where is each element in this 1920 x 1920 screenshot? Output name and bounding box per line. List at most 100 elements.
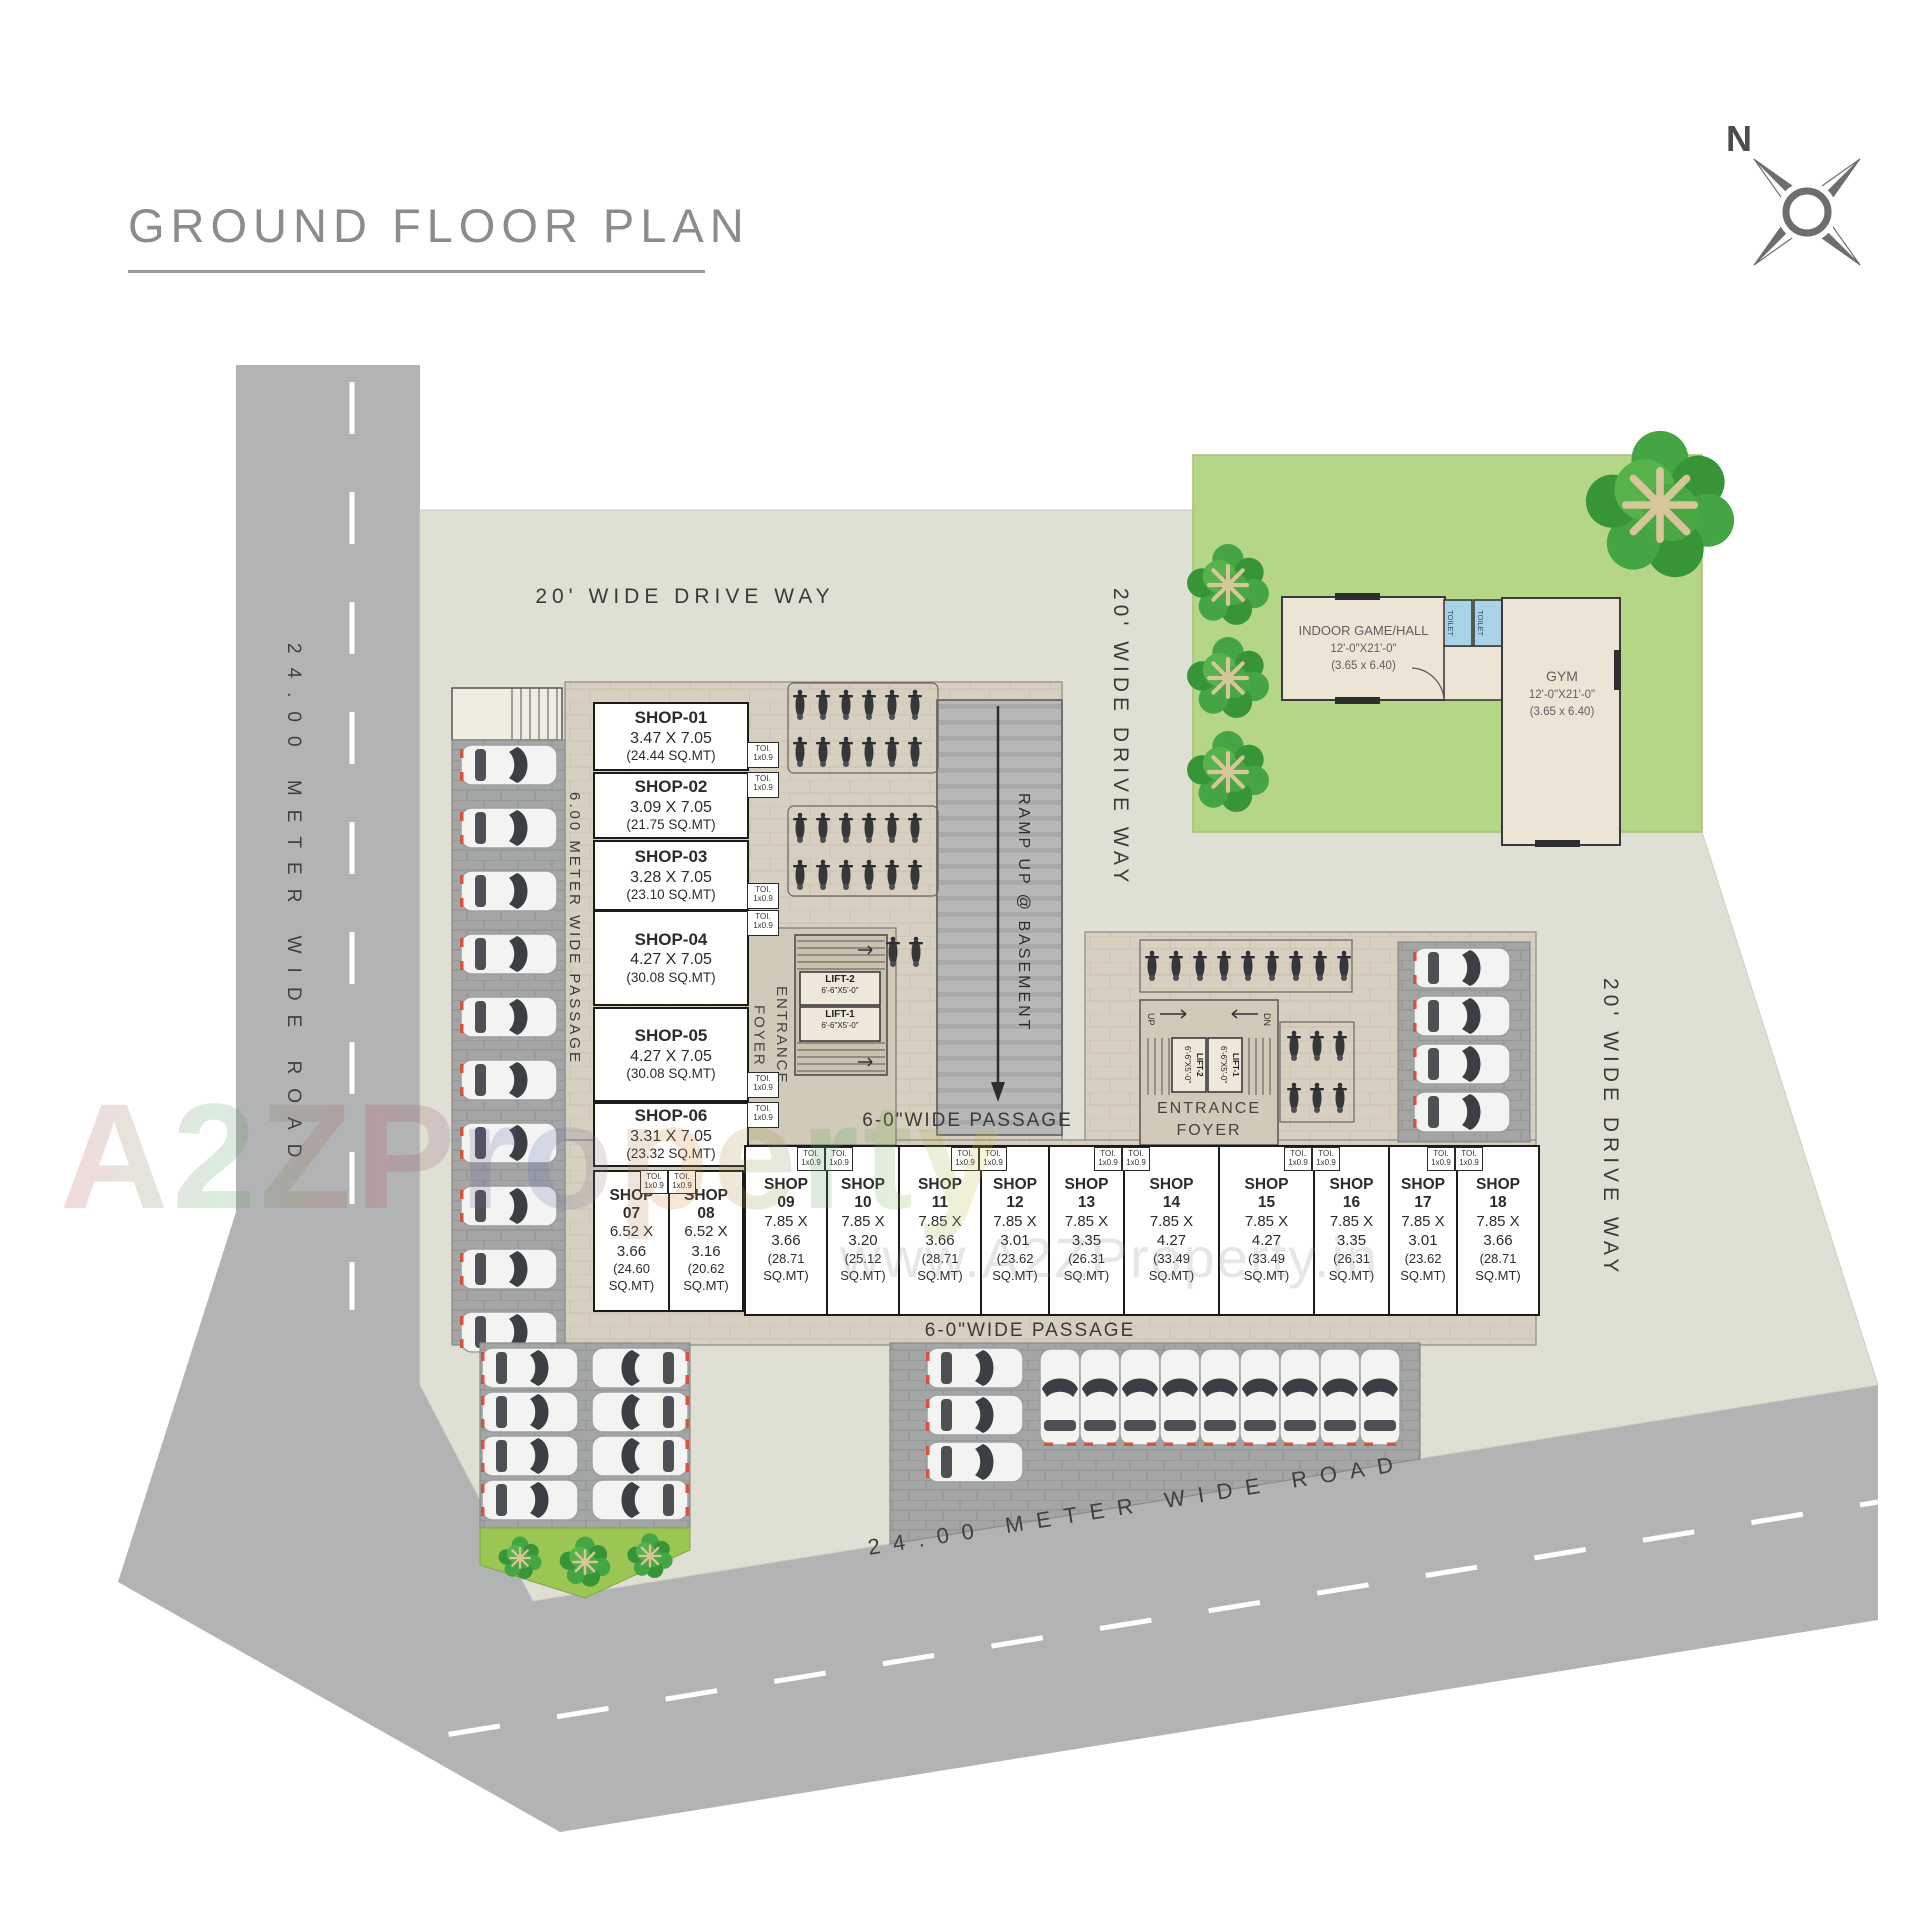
lift-2-left: LIFT-2 6'-6"X5'-0" bbox=[800, 974, 880, 1006]
toi-chip: TOI. 1x0.9 bbox=[747, 883, 779, 909]
road-center-dash-bottom bbox=[339, 1499, 1879, 1755]
toi-line1: TOI. bbox=[1128, 1149, 1144, 1158]
entrance-foyer-left-label: ENTRANCE FOYER bbox=[750, 986, 791, 1085]
amenity-structure bbox=[1281, 593, 1621, 847]
toi-line1: TOI. bbox=[803, 1149, 819, 1158]
toi-line1: TOI. bbox=[755, 912, 771, 921]
hall-dim: 12'-0"X21'-0" bbox=[1330, 642, 1397, 655]
shop-area2: SQ.MT) bbox=[1475, 1267, 1521, 1283]
toi-chip: TOI. 1x0.9 bbox=[747, 1102, 779, 1128]
passage-label-mid: 6-0"WIDE PASSAGE bbox=[862, 1110, 1073, 1131]
shop-number: 14 bbox=[1162, 1194, 1181, 1212]
shop-dim1: 7.85 X bbox=[993, 1212, 1037, 1230]
shop-number: 18 bbox=[1489, 1194, 1507, 1212]
shop-word: SHOP bbox=[1329, 1176, 1374, 1194]
shop-area: (23.10 SQ.MT) bbox=[626, 887, 716, 903]
shop-dim1: 7.85 X bbox=[1329, 1212, 1374, 1230]
shop-area1: (28.71 bbox=[1479, 1250, 1517, 1266]
toi-line1: TOI. bbox=[1290, 1149, 1306, 1158]
shop-number: 15 bbox=[1257, 1194, 1276, 1212]
passage-label-side: 6.00 METER WIDE PASSAGE bbox=[566, 791, 583, 1065]
shop-area1: (26.31 bbox=[1333, 1250, 1370, 1266]
shop-number: 13 bbox=[1077, 1194, 1096, 1212]
shop-area2: SQ.MT) bbox=[1400, 1267, 1446, 1283]
lift-name: LIFT-2 bbox=[1195, 1053, 1204, 1077]
shop-dim1: 7.85 X bbox=[841, 1212, 885, 1230]
entrance-foyer-right-label: ENTRANCE FOYER bbox=[1156, 1100, 1261, 1139]
shop-number: 16 bbox=[1342, 1194, 1361, 1212]
shop-word: SHOP bbox=[841, 1176, 885, 1194]
shop-10: SHOP 10 7.85 X 3.20 (25.12 SQ.MT) bbox=[826, 1145, 900, 1316]
toi-line1: TOI. bbox=[1461, 1149, 1477, 1158]
dn-label: DN bbox=[1262, 1012, 1272, 1026]
shop-area2: SQ.MT) bbox=[992, 1267, 1038, 1283]
lift-size: 6'-6"X5'-0" bbox=[1183, 1046, 1192, 1084]
shop-area2: SQ.MT) bbox=[1148, 1267, 1195, 1283]
shop-area1: (23.62 bbox=[1404, 1250, 1442, 1266]
lift-size: 6'-6"X5'-0" bbox=[1219, 1046, 1228, 1084]
shop-name: SHOP-06 bbox=[634, 1106, 708, 1126]
shop-number: 08 bbox=[697, 1204, 715, 1222]
watermark-site: www.A2ZProperty.in bbox=[840, 1226, 1380, 1289]
roads bbox=[118, 365, 1879, 1832]
shop-word: SHOP bbox=[1244, 1176, 1289, 1194]
shop-area: (23.32 SQ.MT) bbox=[626, 1146, 716, 1162]
passage-label-bottom: 6-0"WIDE PASSAGE bbox=[924, 1320, 1136, 1341]
toi-chip: TOI. 1x0.9 bbox=[1284, 1147, 1312, 1171]
shop-area1: (33.49 bbox=[1248, 1250, 1285, 1266]
parking-left-strip bbox=[451, 739, 566, 1353]
toi-line1: TOI. bbox=[755, 1104, 771, 1113]
title-underline bbox=[128, 270, 705, 273]
toi-line1: TOI. bbox=[957, 1149, 973, 1158]
shop-word: SHOP bbox=[764, 1176, 808, 1194]
gym-dim: 12'-0"X21'-0" bbox=[1528, 689, 1596, 701]
road-label-bottom: 24.00 METER WIDE ROAD bbox=[865, 1449, 1408, 1560]
toi-chip: TOI. 1x0.9 bbox=[747, 910, 779, 936]
shop-dim1: 6.52 X bbox=[609, 1223, 654, 1241]
shop-18: SHOP 18 7.85 X 3.66 (28.71 SQ.MT) bbox=[1456, 1145, 1540, 1316]
shop-area2: SQ.MT) bbox=[683, 1278, 729, 1294]
toi-chip: TOI. 1x0.9 bbox=[747, 772, 779, 798]
toi-chip: TOI. 1x0.9 bbox=[979, 1147, 1007, 1171]
ramp-label: RAMP UP @ BASEMENT bbox=[1015, 793, 1032, 1033]
up-label: UP bbox=[1146, 1012, 1156, 1026]
shop-area1: (24.60 bbox=[613, 1261, 650, 1277]
shop-dim2: 3.01 bbox=[1000, 1232, 1030, 1250]
toi-line2: 1x0.9 bbox=[753, 894, 773, 904]
toi-line2: 1x0.9 bbox=[1316, 1158, 1336, 1168]
shop-area: (21.75 SQ.MT) bbox=[626, 817, 716, 833]
two-wheeler-parking-right bbox=[1139, 939, 1355, 1123]
shop-dim2: 3.66 bbox=[616, 1242, 647, 1260]
shop-dim2: 4.27 bbox=[1156, 1232, 1187, 1250]
toi-line1: TOI. bbox=[755, 1074, 771, 1083]
driveway-label-top: 20' WIDE DRIVE WAY bbox=[535, 585, 835, 608]
toi-line1: TOI. bbox=[674, 1172, 690, 1181]
gym-name: GYM bbox=[1546, 668, 1578, 684]
shop-area1: (25.12 bbox=[844, 1250, 882, 1266]
shop-word: SHOP bbox=[993, 1176, 1037, 1194]
gym-label: GYM 12'-0"X21'-0" (3.65 x 6.40) bbox=[1506, 666, 1618, 722]
shop-13: SHOP 13 7.85 X 3.35 (26.31 SQ.MT) bbox=[1048, 1145, 1125, 1316]
lift-name: LIFT-1 bbox=[825, 1009, 855, 1020]
shop-dim1: 7.85 X bbox=[1401, 1212, 1445, 1230]
shop-dim1: 7.85 X bbox=[1149, 1212, 1194, 1230]
shop-dim2: 4.27 bbox=[1251, 1232, 1282, 1250]
toi-chip: TOI. 1x0.9 bbox=[668, 1170, 696, 1194]
toi-chip: TOI. 1x0.9 bbox=[825, 1147, 853, 1171]
hall-dim-m: (3.65 x 6.40) bbox=[1331, 659, 1396, 672]
shop-05: SHOP-05 4.27 X 7.05 (30.08 SQ.MT) bbox=[593, 1007, 749, 1102]
toi-chip: TOI. 1x0.9 bbox=[747, 742, 779, 768]
road-surface bbox=[118, 365, 1878, 1832]
shop-02: SHOP-02 3.09 X 7.05 (21.75 SQ.MT) bbox=[593, 772, 749, 839]
shop-area: (24.44 SQ.MT) bbox=[626, 748, 716, 764]
toi-line2: 1x0.9 bbox=[753, 753, 773, 763]
shop-number: 09 bbox=[777, 1194, 795, 1212]
shop-dim2: 3.01 bbox=[1408, 1232, 1438, 1250]
shop-area1: (20.62 bbox=[687, 1261, 725, 1277]
shop-word: SHOP bbox=[918, 1176, 962, 1194]
shop-word: SHOP bbox=[1401, 1176, 1445, 1194]
lift-size: 6'-6"X5'-0" bbox=[821, 1021, 859, 1030]
toi-line2: 1x0.9 bbox=[1459, 1158, 1479, 1168]
shop-area2: SQ.MT) bbox=[1243, 1267, 1290, 1283]
